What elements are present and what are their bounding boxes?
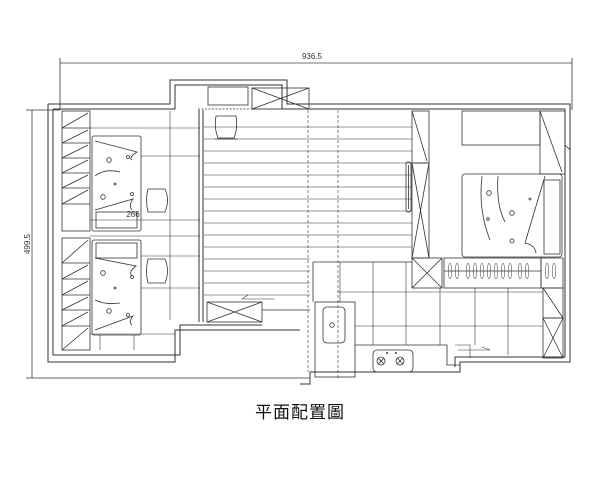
hanging-closet (411, 257, 564, 289)
wardrobe-left-upper (61, 110, 91, 232)
single-bed-lower (91, 239, 142, 336)
dimension-width (59, 58, 573, 110)
living-left-wall (198, 110, 204, 322)
kitchen (312, 261, 461, 378)
wardrobe-left-lower (61, 237, 91, 351)
plan-title: 平面配置圖 (255, 403, 345, 423)
balcony-box (198, 86, 330, 110)
width-dimension-label: 936.5 (302, 52, 323, 61)
double-bed (461, 173, 563, 258)
left-room-grid (90, 111, 200, 350)
storage-box-living (206, 301, 310, 323)
inner-dimension-label: 266 (126, 210, 140, 219)
entry-arrow (241, 294, 275, 300)
exterior-walls (47, 79, 571, 385)
wood-flooring (204, 110, 412, 380)
height-dimension-label: 499.5 (23, 233, 32, 254)
wardrobe-right (542, 287, 564, 359)
desk-chair-upper (146, 188, 168, 213)
tv-wall (405, 161, 412, 213)
living-chair (214, 115, 238, 140)
desk-chair-lower (146, 258, 168, 284)
single-bed-upper (91, 135, 142, 232)
kitchen-tile-grid (338, 262, 543, 358)
master-bedroom (411, 110, 571, 259)
dimension-height (26, 109, 310, 379)
